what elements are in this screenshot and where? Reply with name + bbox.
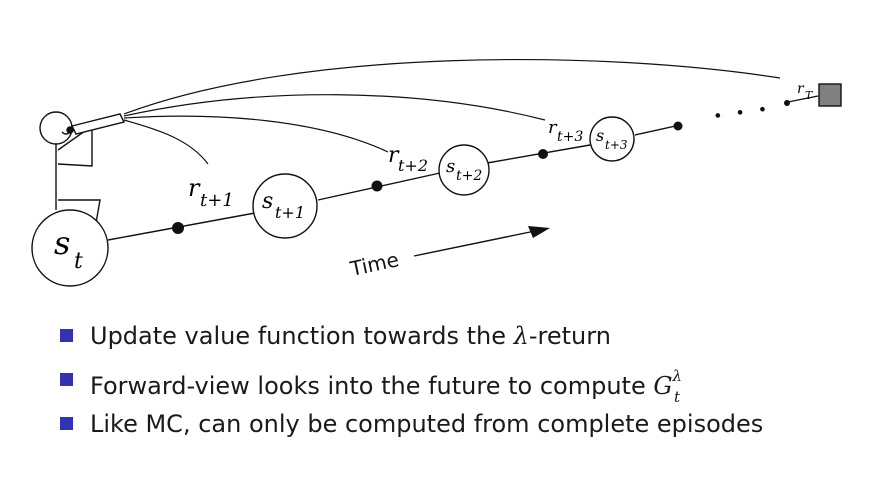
reward-label-r-t-plus-1: r t+1 — [188, 174, 234, 211]
return-superscript: λ — [672, 367, 683, 385]
terminal-link — [787, 95, 819, 103]
state-s-t-plus-3: s t+3 — [589, 116, 635, 162]
reward-dot — [371, 180, 383, 192]
state-letter: s — [262, 189, 273, 214]
time-arrow — [413, 226, 550, 257]
reward-subscript: t+2 — [398, 156, 428, 175]
reward-subscript: t+1 — [200, 190, 234, 211]
state-letter: s — [596, 126, 604, 145]
bullet-text-suffix: -return — [528, 322, 611, 350]
state-letter: s — [54, 224, 70, 262]
reward-subscript: T — [805, 89, 814, 102]
bullet-text: Update value function towards the — [90, 322, 514, 350]
bullet-item: Like MC, can only be computed from compl… — [60, 402, 763, 446]
bullet-list: Update value function towards the λ-retu… — [60, 314, 763, 446]
state-subscript: t+3 — [605, 138, 628, 152]
reward-letter: r — [548, 117, 558, 138]
reward-dot — [172, 222, 184, 234]
telescope-icon — [66, 113, 126, 135]
state-subscript: t+2 — [456, 168, 482, 184]
return-letter: G — [653, 372, 673, 400]
reward-dot — [673, 121, 683, 131]
reward-dots — [172, 100, 790, 234]
time-label: Time — [347, 247, 401, 281]
reward-dot — [538, 149, 548, 159]
lambda-symbol: λ — [513, 322, 529, 350]
terminal-state-square — [818, 83, 842, 107]
continuation-ellipsis: • • • — [712, 99, 773, 126]
state-subscript: t+1 — [275, 203, 305, 222]
reward-label-r-t-plus-3: r t+3 — [548, 117, 583, 145]
reward-label-r-T: r T — [797, 81, 814, 102]
bullet-square-icon — [60, 373, 73, 386]
bullet-item: Update value function towards the λ-retu… — [60, 314, 763, 358]
reward-letter: r — [797, 81, 805, 97]
state-s-t: s t — [31, 209, 109, 287]
bullet-square-icon — [60, 417, 73, 430]
bullet-square-icon — [60, 329, 73, 342]
reward-letter: r — [388, 143, 400, 168]
state-s-t-plus-1: s t+1 — [252, 173, 318, 239]
bullet-item: Forward-view looks into the future to co… — [60, 358, 763, 406]
lookahead-arcs — [123, 59, 781, 165]
forward-view-diagram: s t s t+1 s t+2 s t+3 r t+1 r t+2 r t+3 … — [31, 59, 842, 287]
reward-letter: r — [188, 174, 201, 202]
state-subscript: t — [74, 249, 83, 274]
bullet-text: Like MC, can only be computed from compl… — [90, 410, 764, 438]
reward-subscript: t+3 — [557, 129, 583, 145]
state-s-t-plus-2: s t+2 — [438, 144, 490, 196]
return-subscript: t — [674, 387, 681, 406]
lambda-return-symbol: Gλt — [653, 358, 683, 417]
bullet-text: Forward-view looks into the future to co… — [90, 372, 654, 400]
state-letter: s — [446, 156, 455, 177]
reward-label-r-t-plus-2: r t+2 — [388, 143, 428, 175]
reward-dot — [784, 100, 790, 106]
